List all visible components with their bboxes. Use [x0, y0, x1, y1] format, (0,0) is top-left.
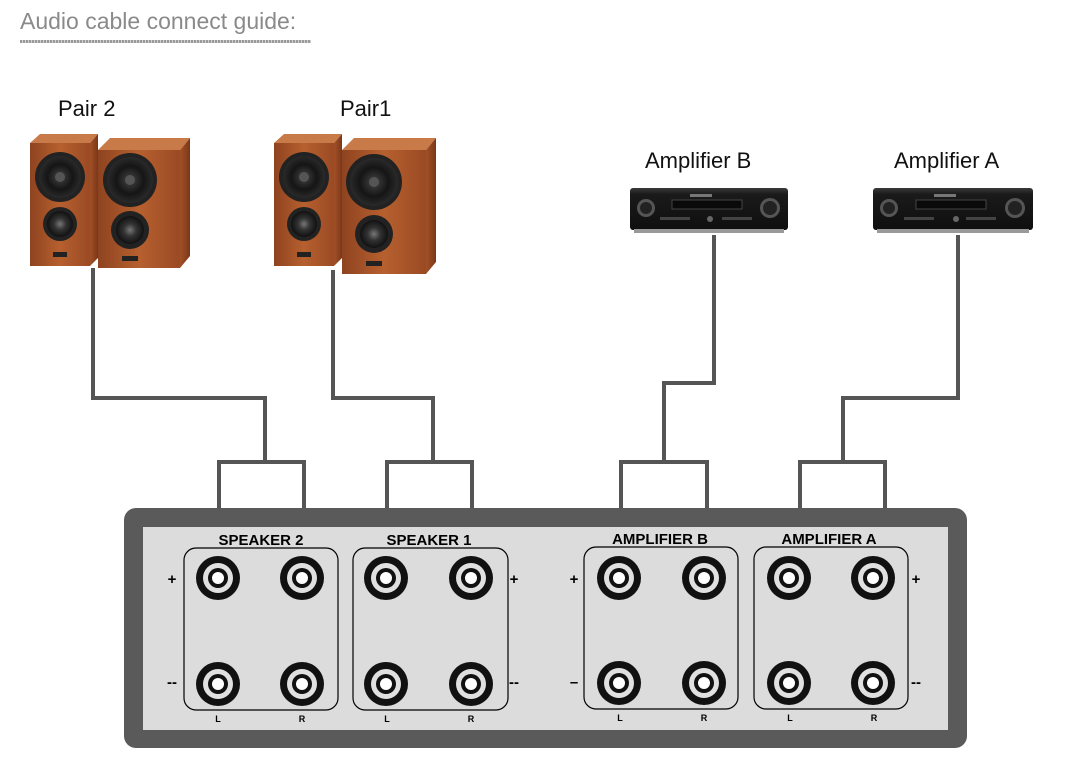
binding-posts: [196, 556, 895, 706]
speaker2-binding-post-plus-right: [280, 556, 324, 600]
pair1-label: Pair1: [340, 96, 392, 121]
speaker2-minus-sign: --: [167, 674, 177, 691]
speaker-pair-2-image: [30, 134, 190, 268]
speaker1-left-label: L: [384, 714, 390, 724]
speaker1-binding-post-plus-left: [364, 556, 408, 600]
speaker2-panel-label: SPEAKER 2: [218, 532, 303, 549]
cables: [91, 235, 960, 508]
speaker2-terminal-group: [183, 547, 339, 711]
cable-speaker-2: [91, 268, 306, 508]
amplifier-a-panel-label: AMPLIFIER A: [781, 531, 876, 548]
speaker2-right-label: R: [299, 714, 306, 724]
amplifier-a-plus-sign: +: [912, 571, 921, 588]
speaker1-binding-post-minus-left: [364, 662, 408, 706]
cable-amplifier-a: [798, 235, 960, 508]
amplifier-b-panel-label: AMPLIFIER B: [612, 531, 708, 548]
amplifier-a-binding-post-minus-right: [851, 661, 895, 705]
amplifier-a-image: [873, 188, 1033, 233]
amplifier-a-left-label: L: [787, 713, 793, 723]
amplifier-a-binding-post-plus-right: [851, 556, 895, 600]
amplifier-a-minus-sign: --: [911, 674, 921, 691]
speaker1-minus-sign: --: [509, 674, 519, 691]
amplifier-b-binding-post-minus-left: [597, 661, 641, 705]
amplifier-a-binding-post-plus-left: [767, 556, 811, 600]
title-underline: [20, 40, 311, 43]
speaker1-terminal-group: [352, 547, 509, 711]
speaker1-plus-sign: +: [510, 571, 519, 588]
speaker1-binding-post-minus-right: [449, 662, 493, 706]
cable-amplifier-b: [619, 235, 716, 508]
speaker2-plus-sign: +: [168, 571, 177, 588]
amplifier-a-right-label: R: [871, 713, 878, 723]
amplifier-b-left-label: L: [617, 713, 623, 723]
amplifier-a-label: Amplifier A: [894, 148, 1000, 173]
speaker2-binding-post-minus-left: [196, 662, 240, 706]
amplifier-a-terminal-group: [753, 546, 909, 710]
speaker-left: [30, 134, 98, 266]
amplifier-a-binding-post-minus-left: [767, 661, 811, 705]
speaker2-left-label: L: [215, 714, 221, 724]
amplifier-b-right-label: R: [701, 713, 708, 723]
amplifier-b-label: Amplifier B: [645, 148, 752, 173]
speaker-left: [274, 134, 342, 266]
amplifier-b-plus-sign: +: [570, 571, 579, 588]
speaker-pair-1-image: [274, 134, 436, 274]
cable-speaker-1: [331, 270, 474, 508]
amplifier-b-terminal-group: [583, 546, 739, 710]
speaker2-binding-post-plus-left: [196, 556, 240, 600]
speaker2-binding-post-minus-right: [280, 662, 324, 706]
page-title: Audio cable connect guide:: [20, 8, 297, 34]
speaker1-panel-label: SPEAKER 1: [386, 532, 471, 549]
speaker-right: [342, 138, 436, 274]
amplifier-b-minus-sign: –: [570, 674, 578, 691]
amplifier-b-image: [630, 188, 788, 233]
amplifier-b-binding-post-minus-right: [682, 661, 726, 705]
pair2-label: Pair 2: [58, 96, 116, 121]
switch-panel: SPEAKER 2 SPEAKER 1 AMPLIFIER B AMPLIFIE…: [124, 508, 967, 748]
speaker-right: [98, 138, 190, 268]
speaker1-binding-post-plus-right: [449, 556, 493, 600]
speaker1-right-label: R: [468, 714, 475, 724]
amplifier-b-binding-post-plus-left: [597, 556, 641, 600]
amplifier-b-binding-post-plus-right: [682, 556, 726, 600]
